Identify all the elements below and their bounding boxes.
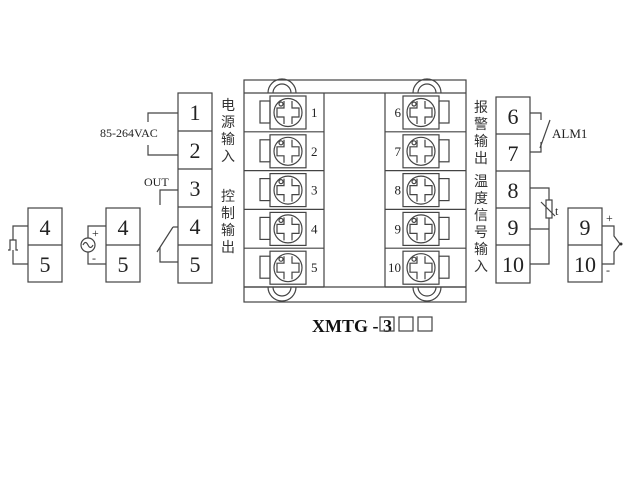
right-terminal-block: 6 7 8 9 10 ALM1 t 报 警 输 出 温 度 信 号 输 入 <box>474 96 587 284</box>
analog-terminal-4: 4 <box>118 215 129 240</box>
control-output-label: 制 <box>221 206 235 222</box>
tc-terminal-10: 10 <box>574 252 596 277</box>
suffix-box <box>398 316 414 332</box>
right-terminal-10: 10 <box>502 252 524 277</box>
device-terminal-label: 10 <box>388 260 401 275</box>
screw-icon <box>406 214 436 244</box>
analog-output-module: 4 5 + - <box>80 207 141 283</box>
pulse-terminal-4: 4 <box>40 215 51 240</box>
alarm-output-label: 出 <box>474 151 488 167</box>
alarm-output-label: 报 <box>474 100 488 116</box>
plus-sign: + <box>606 211 613 225</box>
control-output-label: 控 <box>221 189 235 205</box>
screw-icon <box>406 175 436 205</box>
suffix-box <box>379 316 395 332</box>
thermocouple-icon <box>602 225 621 245</box>
rtd-sensor-icon <box>545 199 553 219</box>
temp-input-label: 输 <box>474 242 488 258</box>
alarm-relay-icon <box>539 119 551 149</box>
control-output-label: 输 <box>221 223 235 239</box>
power-label: 85-264VAC <box>100 126 158 140</box>
minus-sign: - <box>92 251 96 265</box>
alarm-output-label: 输 <box>474 134 488 150</box>
temp-input-label: 号 <box>474 225 488 241</box>
device-terminal-label: 9 <box>395 221 402 236</box>
screw-icon <box>273 136 303 166</box>
device-terminal-label: 5 <box>311 260 318 275</box>
screw-icon <box>273 253 303 283</box>
pulse-icon <box>8 239 18 251</box>
device-terminal-label: 4 <box>311 221 318 236</box>
left-terminal-5: 5 <box>190 252 201 277</box>
model-title: XMTG - 3 <box>312 316 433 336</box>
mount-arc-icon <box>267 286 297 302</box>
alarm-output-label: 警 <box>474 117 488 133</box>
device-terminal-label: 1 <box>311 105 318 120</box>
left-terminal-3: 3 <box>190 176 201 201</box>
plus-sign: + <box>92 226 99 240</box>
device-terminal-label: 6 <box>395 105 402 120</box>
device-terminal-label: 2 <box>311 144 318 159</box>
screw-icon <box>406 97 436 128</box>
screw-icon <box>273 97 303 128</box>
thermocouple-module: 9 10 + - <box>567 207 623 283</box>
power-input-label: 源 <box>221 115 235 131</box>
screw-icon <box>406 136 436 166</box>
pulse-output-module: 4 5 <box>8 207 63 283</box>
out-label: OUT <box>144 175 169 189</box>
pulse-terminal-5: 5 <box>40 252 51 277</box>
device-terminal-label: 8 <box>395 183 402 198</box>
screw-icon <box>273 214 303 244</box>
analog-terminal-5: 5 <box>118 252 129 277</box>
minus-sign: - <box>606 263 610 277</box>
screw-icon <box>406 253 436 283</box>
rtd-label: t <box>555 204 559 218</box>
mount-arc-icon <box>267 78 297 94</box>
temp-input-label: 度 <box>474 191 488 207</box>
suffix-box <box>417 316 433 332</box>
left-terminal-2: 2 <box>190 138 201 163</box>
right-terminal-6: 6 <box>508 104 519 129</box>
power-input-label: 电 <box>221 98 235 114</box>
right-terminal-9: 9 <box>508 215 519 240</box>
left-terminal-block: 1 2 3 4 5 85-264VAC OUT 电 源 输 入 控 制 输 出 <box>100 92 235 284</box>
model-name: XMTG - 3 <box>312 316 392 336</box>
right-terminal-8: 8 <box>508 178 519 203</box>
mount-arc-icon <box>412 78 442 94</box>
left-terminal-1: 1 <box>190 100 201 125</box>
power-input-label: 入 <box>221 149 235 165</box>
right-terminal-7: 7 <box>508 141 519 166</box>
temp-input-label: 温 <box>474 174 488 190</box>
power-input-label: 输 <box>221 132 235 148</box>
temp-input-label: 信 <box>474 208 488 224</box>
left-terminal-4: 4 <box>190 214 201 239</box>
temp-input-label: 入 <box>474 259 488 275</box>
tc-terminal-9: 9 <box>580 215 591 240</box>
device-terminal-label: 3 <box>311 183 318 198</box>
screw-icon <box>273 175 303 205</box>
alarm-label: ALM1 <box>552 126 587 141</box>
mount-arc-icon <box>412 286 442 302</box>
control-output-label: 出 <box>221 240 235 256</box>
device-terminal-label: 7 <box>395 144 402 159</box>
